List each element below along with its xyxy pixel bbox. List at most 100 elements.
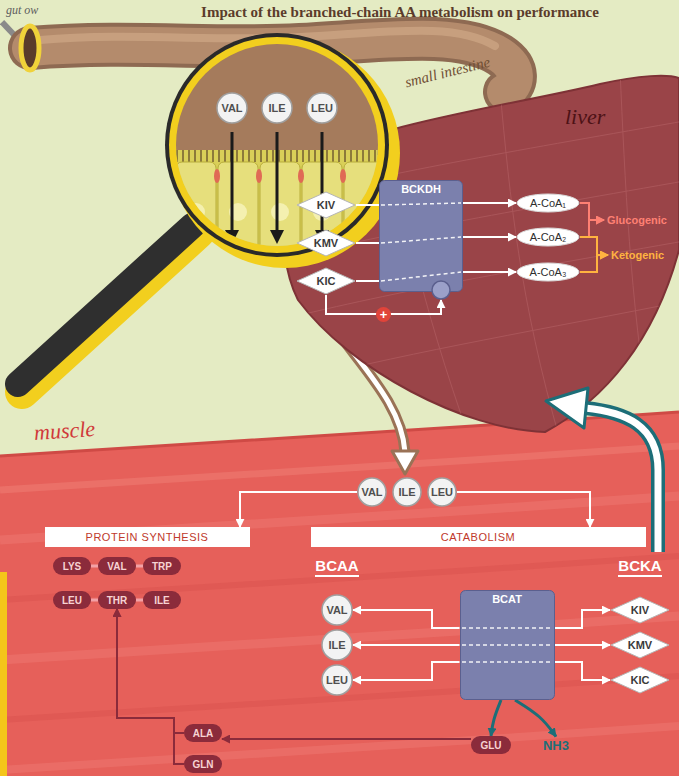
pass-through-line — [381, 272, 461, 281]
node-label: VAL — [107, 561, 126, 572]
organ-label: muscle — [33, 416, 96, 446]
muscle-fiber — [0, 726, 679, 770]
amino-acid-circle: LEU — [427, 477, 457, 507]
connector — [515, 700, 556, 737]
cell-nucleus — [271, 203, 289, 221]
pass-through-line — [462, 644, 553, 646]
connector — [136, 565, 143, 568]
keto-acid-diamond: KIC — [610, 666, 670, 694]
gut-lumen — [170, 40, 390, 155]
enzyme-body — [460, 591, 554, 700]
keto-acid-diamond: KIV — [296, 191, 356, 219]
amino-acid-circle: VAL — [216, 92, 248, 124]
node-label: VAL — [326, 604, 347, 616]
connector — [491, 700, 501, 736]
diamond-shape — [297, 268, 355, 294]
ellipse-shape — [517, 228, 579, 246]
amino-acid-circle: ILE — [321, 629, 353, 661]
uptake-arrow — [276, 132, 279, 232]
node-label: KIC — [631, 674, 650, 686]
uptake-arrowhead — [270, 230, 284, 244]
ellipse-shape — [517, 263, 579, 281]
node-label: LEU — [326, 674, 348, 686]
node-label: KIC — [317, 275, 336, 287]
connector — [555, 662, 611, 680]
node-label: KMV — [628, 639, 652, 651]
acetyl-coa-ellipse: A-CoA₂ — [516, 227, 580, 247]
residue-pill: LYS — [53, 557, 91, 575]
node-label: KIV — [317, 199, 335, 211]
node-label: ILE — [268, 102, 285, 114]
node-label: GLU — [480, 740, 501, 751]
connector — [555, 610, 611, 628]
node-label: KMV — [314, 237, 338, 249]
connector — [356, 204, 379, 206]
magnifier-handle — [18, 226, 192, 384]
amino-acid-circle: ILE — [261, 92, 293, 124]
diamond-shape — [297, 192, 355, 218]
amino-acid-circle: LEU — [321, 664, 353, 696]
connector — [457, 492, 590, 527]
node-label: A-CoA₁ — [530, 197, 566, 209]
keto-acid-diamond: KMV — [610, 631, 670, 659]
node-label: ILE — [398, 486, 415, 498]
circle-shape — [393, 478, 421, 506]
product-label: Ketogenic — [610, 248, 665, 262]
diamond-shape — [297, 230, 355, 256]
circle-shape — [307, 93, 337, 123]
transport-arrowhead — [546, 388, 588, 428]
absorption-arrowhead — [392, 451, 418, 474]
tight-junction — [340, 169, 346, 183]
activation-sign: + — [376, 307, 391, 322]
circle-shape — [322, 595, 352, 625]
uptake-arrow — [231, 132, 234, 232]
liver-texture-line — [300, 300, 679, 380]
tight-junction — [298, 169, 304, 183]
node-label: A-CoA₂ — [530, 231, 567, 243]
connector — [117, 609, 184, 733]
connector — [580, 220, 604, 237]
node-label: LYS — [63, 561, 82, 572]
pathway-band: PROTEIN SYNTHESIS — [45, 527, 250, 547]
enterocyte — [260, 162, 300, 282]
side-stripe — [0, 572, 7, 776]
keto-acid-diamond: KIV — [610, 596, 670, 624]
connector — [580, 203, 604, 220]
keto-acid-diamond: KIC — [296, 267, 356, 295]
column-heading: BCAA — [315, 557, 358, 577]
connector — [580, 255, 608, 272]
circle-shape — [262, 93, 292, 123]
connector — [463, 271, 516, 273]
residue-pill: LEU — [53, 591, 91, 609]
node-label: CATABOLISM — [441, 531, 515, 543]
connector — [91, 599, 98, 602]
uptake-arrowhead — [225, 230, 239, 244]
node-label: VAL — [221, 102, 242, 114]
connector — [353, 662, 460, 680]
node-label: ILE — [328, 639, 345, 651]
circle-shape — [322, 665, 352, 695]
enterocyte — [218, 162, 258, 282]
organ-label: small intestine — [404, 54, 493, 92]
connector — [580, 237, 608, 255]
residue-pill: GLU — [471, 736, 511, 754]
connector — [356, 242, 379, 244]
enzyme-box: BCKDH — [379, 180, 463, 300]
tight-junction — [256, 169, 262, 183]
residue-pill: VAL — [98, 557, 136, 575]
connector — [240, 492, 357, 527]
diamond-shape — [611, 667, 669, 693]
node-label: Ketogenic — [611, 249, 664, 261]
diamond-shape — [611, 632, 669, 658]
circle-shape — [322, 630, 352, 660]
node-label: Glucogenic — [607, 214, 667, 226]
box-outline — [460, 590, 555, 700]
enterocyte — [344, 162, 384, 282]
pass-through-line — [462, 627, 553, 629]
pass-through-line — [381, 237, 461, 243]
keto-acid-diamond: KMV — [296, 229, 356, 257]
node-label: THR — [107, 595, 128, 606]
